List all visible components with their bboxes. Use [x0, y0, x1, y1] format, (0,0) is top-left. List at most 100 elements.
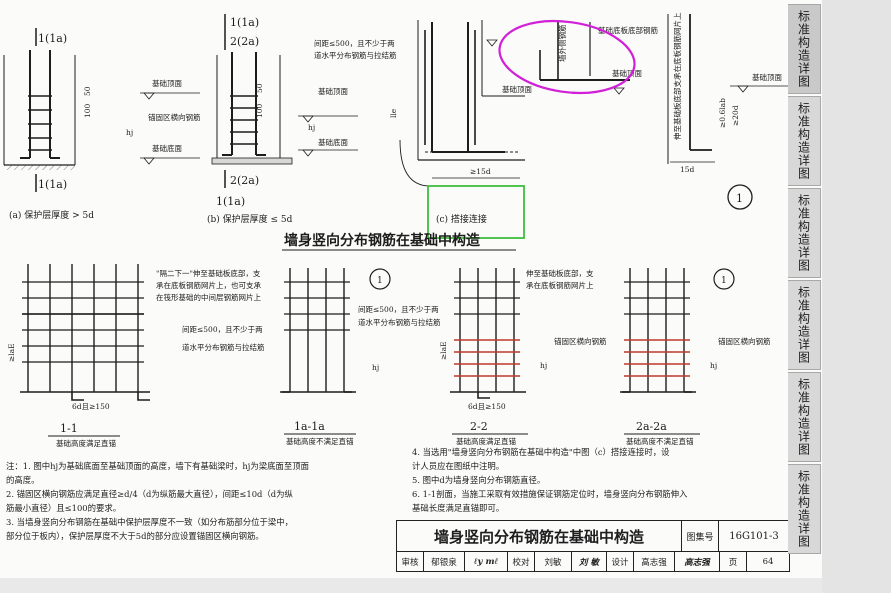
design-label: 设计: [607, 552, 634, 571]
side-tab-label: 标准构造详图: [796, 194, 811, 272]
section-circle-1-label: 1: [736, 192, 743, 205]
note-alt-1: "隔二下一"伸至基础板底部，支: [156, 268, 261, 278]
detail-1-right: 基础底板底部钢筋 墙外侧钢筋 基础顶面 基础顶面 伸至基础板底部支承在底板钢筋网…: [498, 12, 788, 210]
atlas-number-label: 图集号: [682, 521, 719, 552]
title-block-signatures: 审核 郁银泉 ℓy mℓ 校对 刘敏 刘 敏 设计 高志强 高志强 页 64: [397, 552, 789, 571]
section-1a-title: 1a-1a: [294, 420, 325, 433]
caption-c: (c) 搭接连接: [436, 213, 487, 225]
note-line: 的高度。: [6, 475, 40, 485]
section-1a-sub: 基础高度不满足直锚: [286, 436, 354, 446]
side-tabs: 标准构造详图 标准构造详图 标准构造详图 标准构造详图 标准构造详图 标准构造详…: [788, 0, 822, 578]
dim-50-b: 50: [255, 83, 264, 93]
notes-right: 4. 当选用"墙身竖向分布钢筋在基础中构造"中图（c）搭接连接时，设 计人员应在…: [412, 445, 792, 515]
note-line: 6. 1-1剖面，当施工采取有效措施保证钢筋定位时，墙身竖向分布钢筋伸入: [412, 489, 688, 499]
design-name: 高志强: [634, 552, 675, 571]
section-2-2-sub: 基础高度满足直锚: [456, 436, 516, 446]
note-spacing-1: 间距≤500，且不少于两: [182, 325, 263, 334]
note-line: 注：1. 图中hj为基础底面至基础顶面的高度，墙下有基础梁时，hj为梁底面至顶面: [6, 461, 310, 471]
anchor-bars-label-3: 锚固区横向钢筋: [718, 336, 771, 346]
anchor-bars-label-ab: 锚固区横向钢筋: [148, 112, 201, 122]
side-tab-label: 标准构造详图: [796, 470, 811, 548]
note-line: 计人员应在图纸中注明。: [412, 461, 505, 471]
lae-label-2: ≥laE: [439, 341, 448, 360]
section-1-1-sub: 基础高度满足直锚: [56, 438, 116, 448]
section-2-top-label-b: 2(2a): [230, 35, 259, 48]
section-2a-title: 2a-2a: [636, 420, 667, 433]
side-tab-1[interactable]: 标准构造详图: [788, 4, 821, 94]
side-tab-label: 标准构造详图: [796, 10, 811, 88]
detail-b: 1(1a) 2(2a) 2(2a) 1(1a: [207, 14, 293, 225]
side-tab-4[interactable]: 标准构造详图: [788, 280, 821, 370]
check-signature: 刘 敏: [572, 552, 607, 571]
drawing-canvas: 1(1a) 1(1a): [3, 12, 788, 448]
side-tab-label: 标准构造详图: [796, 378, 811, 456]
extend-note-right: 伸至基础板底部支承在底板钢筋网片上: [672, 12, 682, 140]
spacing-note-c-1: 间距≤500，且不少于两: [314, 39, 395, 48]
page-label: 页: [720, 552, 747, 571]
dim-100-a: 100: [83, 103, 92, 118]
hj-label-1a: hj: [372, 363, 379, 372]
title-block-title: 墙身竖向分布钢筋在基础中构造: [397, 521, 682, 552]
dim-50-a: 50: [83, 86, 92, 96]
highlight-box-green: [427, 185, 525, 239]
section-2a-2a: 1 锚固区横向钢筋 hj 2a-2a 基础高度不满足直锚: [620, 268, 771, 446]
section-2a-sub: 基础高度不满足直锚: [626, 436, 694, 446]
side-tab-5[interactable]: 标准构造详图: [788, 372, 821, 462]
anchor-bars-label-2: 锚固区横向钢筋: [554, 336, 607, 346]
base-bottom-label-ab: 基础底面: [152, 143, 182, 153]
base-top-label-c2: 基础顶面: [502, 84, 532, 94]
base-top-label-r2: 基础顶面: [752, 72, 782, 82]
note-line: 筋最小直径）且≤100的要求。: [6, 503, 122, 513]
notes-left: 注：1. 图中hj为基础底面至基础顶面的高度，墙下有基础梁时，hj为梁底面至顶面…: [6, 459, 406, 543]
base-bottom-label-c: 基础底面: [318, 137, 348, 147]
wall-rebar-label: 墙外侧钢筋: [557, 24, 567, 62]
section-2-2-title: 2-2: [470, 420, 488, 433]
detail-a: 1(1a) 1(1a): [3, 28, 94, 221]
hj-label-2: hj: [540, 361, 547, 370]
base-bottom-rebar-label: 基础底板底部钢筋: [598, 25, 658, 35]
spacing-note-c-2: 道水平分布钢筋与拉结筋: [314, 50, 397, 60]
section-1-1: ≥laE 6d且≥150 1-1 基础高度满足直锚 "隔二下一"伸至基础板底部，…: [7, 264, 265, 448]
circle-label-1a: 1: [377, 276, 383, 286]
section-2-bottom-label-b: 2(2a): [230, 174, 259, 187]
hj-label-a: hj: [126, 128, 133, 137]
dim-100-b: 100: [255, 103, 264, 118]
detail-ab-labels: 基础顶面 锚固区横向钢筋 基础底面 hj: [126, 78, 201, 165]
note-spacing-2: 道水平分布钢筋与拉结筋: [182, 342, 265, 352]
hj-label-2a: hj: [710, 361, 717, 370]
caption-b: (b) 保护层厚度 ≤ 5d: [207, 213, 293, 225]
section-1-bottom-label: 1(1a): [38, 178, 67, 191]
main-title: 墙身竖向分布钢筋在基础中构造: [284, 232, 480, 249]
highlight-ellipse-magenta: [498, 19, 636, 95]
section-1-top-label: 1(1a): [38, 32, 67, 45]
side-tab-6[interactable]: 标准构造详图: [788, 464, 821, 554]
note-line: 基础长度满足直锚即可。: [412, 503, 505, 513]
note-line: 2. 锚固区横向钢筋应满足直径≥d/4（d为纵筋最大直径），间距≤10d（d为纵: [6, 489, 293, 499]
lae-label-1: ≥laE: [7, 343, 16, 362]
note-line: 5. 图中d为墙身竖向分布钢筋直径。: [412, 475, 546, 485]
side-tab-3[interactable]: 标准构造详图: [788, 188, 821, 278]
note-extend-2: 承在底板钢筋网片上: [526, 280, 594, 290]
side-tab-label: 标准构造详图: [796, 286, 811, 364]
detail-c: 间距≤500，且不少于两 道水平分布钢筋与拉结筋 基础顶面 基础底面 hj: [298, 20, 532, 239]
design-signature: 高志强: [675, 552, 720, 571]
dim-15d-c: ≥15d: [470, 167, 491, 176]
note-alt-3: 在筏形基础的中间层钢筋网片上: [156, 292, 261, 302]
base-top-label-ab: 基础顶面: [152, 78, 182, 88]
viewer-margin: [822, 0, 891, 593]
note-line: 部分位于板内），保护层厚度不大于5d的部分应设置锚固区横向钢筋。: [6, 531, 264, 541]
side-tab-label: 标准构造详图: [796, 102, 811, 180]
page-value: 64: [762, 556, 774, 567]
section-1-1-title: 1-1: [60, 422, 78, 435]
check-name: 刘敏: [535, 552, 572, 571]
hj-label-c: hj: [308, 123, 315, 132]
side-tab-2[interactable]: 标准构造详图: [788, 96, 821, 186]
section-2-2: ≥laE 6d且≥150 伸至基础板底部，支 承在底板钢筋网片上 锚固区横向钢筋…: [439, 268, 607, 446]
dim-06lab: ≥0.6lab: [718, 98, 727, 128]
check-label: 校对: [508, 552, 535, 571]
note-line: 4. 当选用"墙身竖向分布钢筋在基础中构造"中图（c）搭接连接时，设: [412, 447, 670, 457]
base-top-label-c: 基础顶面: [318, 86, 348, 96]
dim-20d: ≥20d: [731, 105, 740, 126]
dim-6d-150-1: 6d且≥150: [72, 402, 110, 411]
